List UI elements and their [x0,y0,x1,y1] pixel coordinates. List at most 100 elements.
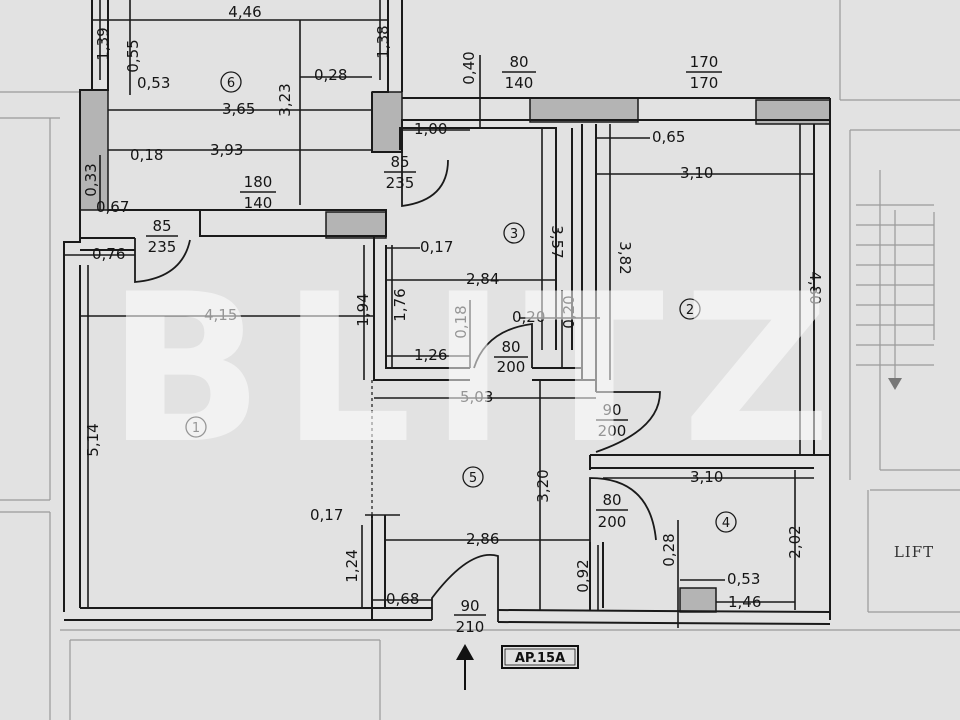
svg-text:140: 140 [505,74,534,92]
door-swing [595,391,661,453]
apartment-label-box: AP.15A [501,645,579,669]
wall-segment [529,97,639,123]
dim-label: 3,65 [222,100,255,118]
dim-label: 4,46 [228,3,261,21]
dim-label: 3,23 [276,83,294,116]
dim-label: 0,33 [82,163,100,196]
dim-label: 4,15 [204,306,237,324]
walls [63,0,831,625]
dim-label: 0,53 [727,570,760,588]
door-swing [589,477,657,542]
dim-label: 2,02 [786,525,804,558]
opening-80-200-kitchen: 80 200 [494,338,528,376]
dim-label: 0,65 [652,128,685,146]
room-4-label: 4 [722,516,730,531]
room-3-label: 3 [510,227,518,242]
doors [134,150,661,622]
dim-label: 3,10 [690,468,723,486]
dim-label: 1,26 [414,346,447,364]
svg-text:235: 235 [386,174,415,192]
opening-90-210-entrance: 90 210 [454,597,486,636]
watermark: BLITZ [107,251,849,489]
opening-80-200-bath: 80 200 [596,491,628,531]
vertical-dimension-labels: 1,39 0,55 1,38 3,23 0,40 0,33 3,57 3,82 … [82,25,824,592]
opening-90-200: 90 200 [596,401,628,440]
svg-text:200: 200 [598,513,627,531]
room-1-label: 1 [192,421,200,436]
svg-text:210: 210 [456,618,485,636]
opening-85-235-lower: 85 235 [146,217,178,256]
dim-label: 2,84 [466,270,499,288]
svg-text:80: 80 [602,491,621,509]
apartment-label: AP.15A [515,651,565,666]
dimension-labels: 4,46 0,53 0,28 3,65 1,00 0,65 0,18 3,93 … [92,3,761,611]
dim-label: 1,76 [391,288,409,321]
stair-treads [856,204,934,390]
dim-label: 0,28 [660,533,678,566]
wall-segment [371,91,403,153]
dim-label: 0,67 [96,198,129,216]
svg-text:85: 85 [390,153,409,171]
dim-label: 0,76 [92,245,125,263]
dim-label: 1,39 [94,27,112,60]
dim-label: 0,20 [560,295,578,328]
svg-text:200: 200 [497,358,526,376]
wall-segment [325,211,387,239]
dim-label: 4,80 [806,271,824,304]
entrance-arrow-icon [456,644,474,690]
dim-label: 0,17 [310,506,343,524]
room-2-label: 2 [686,303,694,318]
room-6-label: 6 [227,76,235,91]
dim-label: 0,18 [130,146,163,164]
dim-label: 0,20 [512,308,545,326]
svg-text:170: 170 [690,74,719,92]
dim-label: 0,55 [124,39,142,72]
dim-label: 0,28 [314,66,347,84]
dim-label: 0,68 [386,590,419,608]
opening-labels: 80 140 170 170 85 235 180 140 85 235 80 … [146,53,722,636]
door-swing [473,322,533,369]
svg-text:90: 90 [460,597,479,615]
svg-text:80: 80 [509,53,528,71]
dim-label: 0,17 [420,238,453,256]
svg-text:80: 80 [501,338,520,356]
svg-text:180: 180 [244,173,273,191]
svg-text:85: 85 [152,217,171,235]
wall-segment [679,587,717,613]
dim-label: 3,10 [680,164,713,182]
dim-label: 3,82 [616,241,634,274]
room-markers: 6 3 2 1 5 4 [185,71,737,533]
dim-label: 3,57 [548,225,566,258]
svg-text:140: 140 [244,194,273,212]
opening-80-140: 80 140 [502,53,536,92]
dimension-lines [64,0,814,628]
svg-text:235: 235 [148,238,177,256]
dim-label: 2,86 [466,530,499,548]
opening-85-235-upper: 85 235 [384,153,416,192]
dim-label: 0,53 [137,74,170,92]
dim-label: 3,20 [534,469,552,502]
door-swing [134,238,191,283]
svg-text:90: 90 [602,401,621,419]
dim-label: 0,92 [574,559,592,592]
svg-text:170: 170 [690,53,719,71]
lift-label: LIFT [894,543,934,561]
dim-label: 1,94 [354,293,372,326]
dim-label: 3,93 [210,141,243,159]
opening-180-140: 180 140 [240,173,276,212]
door-swing [401,150,449,208]
dim-label: 1,38 [374,25,392,58]
opening-170-170: 170 170 [686,53,722,92]
dim-label: 0,18 [452,305,470,338]
room-5-label: 5 [469,471,477,486]
dim-label: 0,40 [460,51,478,84]
dim-label: 1,24 [343,549,361,582]
dim-label: 5,14 [84,423,102,456]
svg-text:200: 200 [598,422,627,440]
dim-label: 5,03 [460,388,493,406]
door-swing [431,554,499,622]
dim-label: 1,00 [414,120,447,138]
dim-label: 1,46 [728,593,761,611]
